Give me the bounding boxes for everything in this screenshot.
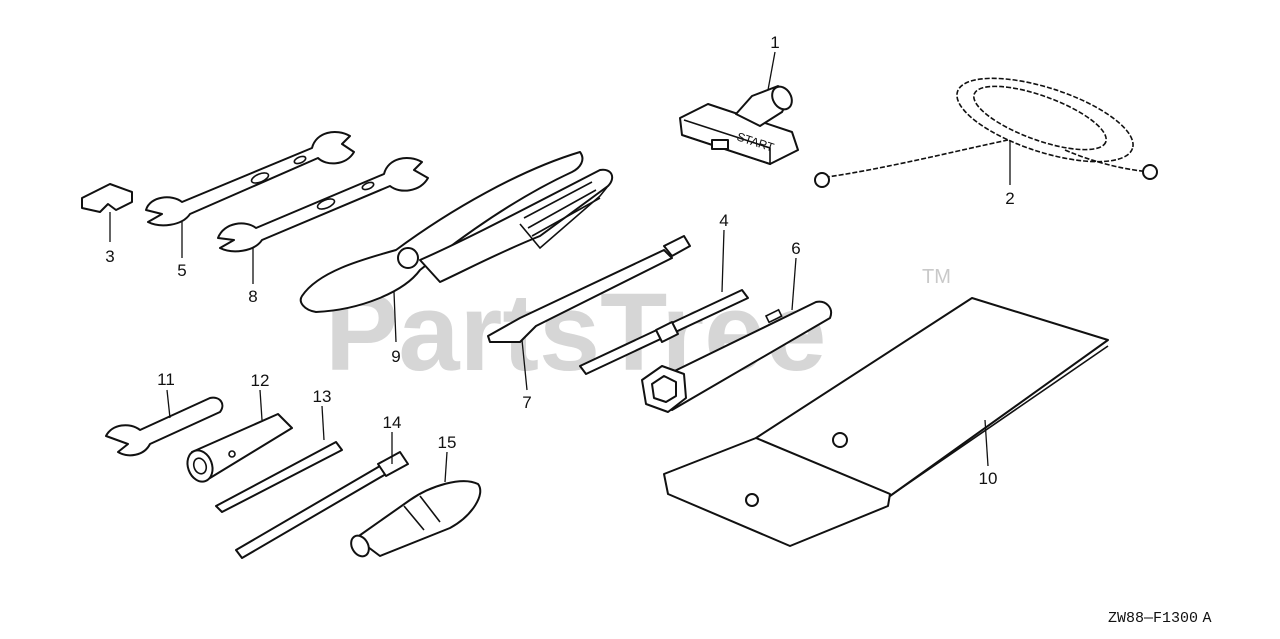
leader-12 [259, 389, 263, 421]
callout-12[interactable]: 12 [251, 371, 270, 390]
small-clip-part[interactable] [81, 183, 133, 213]
leader-4 [721, 229, 725, 293]
box-wrench-part[interactable] [183, 413, 293, 485]
small-wrench-part[interactable] [105, 396, 224, 457]
leader-6 [791, 257, 797, 311]
spark-plug-wrench-part[interactable] [641, 300, 832, 413]
callout-8[interactable]: 8 [248, 287, 257, 306]
open-end-wrench-b-part[interactable] [217, 157, 429, 253]
leader-9 [393, 291, 397, 343]
open-end-wrench-a-part[interactable] [145, 131, 355, 227]
callout-7[interactable]: 7 [522, 393, 531, 412]
pliers-part[interactable] [299, 151, 614, 313]
callout-15[interactable]: 15 [438, 433, 457, 452]
callout-9[interactable]: 9 [391, 347, 400, 366]
callout-2[interactable]: 2 [1005, 189, 1014, 208]
leader-1 [767, 51, 776, 91]
callout-14[interactable]: 14 [383, 413, 402, 432]
starter-grip-part[interactable]: START [679, 83, 799, 166]
callout-labels: 1 2 3 4 5 6 7 8 9 10 11 12 13 14 15 [105, 33, 1014, 488]
leader-15 [444, 451, 448, 483]
callout-5[interactable]: 5 [177, 261, 186, 280]
callout-10[interactable]: 10 [979, 469, 998, 488]
leader-10 [984, 419, 989, 467]
callout-4[interactable]: 4 [719, 211, 728, 230]
driver-handle-part[interactable] [348, 480, 482, 559]
callout-6[interactable]: 6 [791, 239, 800, 258]
callout-3[interactable]: 3 [105, 247, 114, 266]
starter-rope-part[interactable] [814, 61, 1158, 188]
callout-11[interactable]: 11 [157, 370, 175, 389]
leader-7 [521, 339, 528, 391]
leader-lines [109, 51, 1011, 483]
tool-bag-part[interactable] [663, 297, 1109, 547]
trademark-symbol: TM [922, 266, 951, 288]
callout-1[interactable]: 1 [770, 33, 779, 52]
driver-bit-a-part[interactable] [215, 441, 343, 513]
leader-13 [321, 405, 325, 441]
callout-13[interactable]: 13 [313, 387, 332, 406]
diagram-code: ZW88—F1300 A [1108, 610, 1212, 627]
screwdriver-blade-part[interactable] [487, 235, 691, 343]
leader-11 [166, 389, 171, 419]
driver-bit-b-part[interactable] [235, 451, 409, 559]
screwdriver-shaft-part[interactable] [579, 289, 749, 375]
